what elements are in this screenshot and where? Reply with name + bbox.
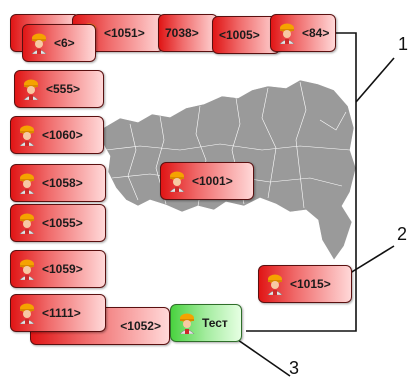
worker-helmet-icon (267, 274, 283, 295)
worker-helmet-icon (19, 303, 35, 324)
sensor-tile-7038[interactable]: 7038> (158, 14, 218, 52)
tile-label: <1005> (219, 28, 260, 42)
tile-label: 7038> (165, 26, 199, 40)
callout-number-3: 3 (289, 358, 300, 378)
callout-number-2: 2 (397, 224, 408, 244)
tile-label: <6> (54, 36, 75, 50)
worker-helmet-icon (23, 79, 39, 100)
tile-label: Тест (202, 316, 228, 330)
sensor-tile-1059[interactable]: <1059> (10, 250, 106, 288)
tile-label: <1051> (104, 26, 145, 40)
group-bracket-line (246, 32, 357, 332)
callout-line-3 (237, 339, 291, 377)
sensor-tile-6[interactable]: <6> (22, 24, 96, 62)
worker-helmet-icon (31, 33, 47, 54)
sensor-tile-84[interactable]: <84> (270, 14, 336, 52)
tile-label: <555> (46, 82, 81, 96)
sensor-tile-1058[interactable]: <1058> (10, 164, 106, 202)
sensor-tile-1111[interactable]: <1111> (10, 294, 106, 332)
callout-line-1 (355, 57, 395, 103)
sensor-tile-test[interactable]: Тест (170, 304, 242, 342)
tile-label: <1052> (120, 319, 161, 333)
tile-label: <1015> (290, 277, 331, 291)
sensor-tile-1015[interactable]: <1015> (258, 265, 352, 303)
tile-label: <1001> (192, 174, 233, 188)
tile-label: <84> (302, 26, 330, 40)
sensor-tile-1060[interactable]: <1060> (10, 116, 104, 154)
worker-helmet-icon (19, 213, 35, 234)
sensor-tile-1055[interactable]: <1055> (10, 204, 106, 242)
tile-label: <1059> (42, 262, 83, 276)
tile-label: <1055> (42, 216, 83, 230)
map-region-borders (105, 81, 351, 209)
worker-helmet-icon (179, 313, 195, 334)
sensor-tile-1001[interactable]: <1001> (160, 162, 254, 200)
worker-helmet-icon (279, 23, 295, 44)
worker-helmet-icon (19, 125, 35, 146)
worker-helmet-icon (19, 173, 35, 194)
tile-label: <1111> (42, 306, 81, 320)
tile-label: <1058> (42, 176, 83, 190)
callout-number-1: 1 (398, 34, 409, 54)
worker-helmet-icon (169, 171, 185, 192)
worker-helmet-icon (19, 259, 35, 280)
sensor-tile-555[interactable]: <555> (14, 70, 104, 108)
tile-label: <1060> (42, 128, 83, 142)
